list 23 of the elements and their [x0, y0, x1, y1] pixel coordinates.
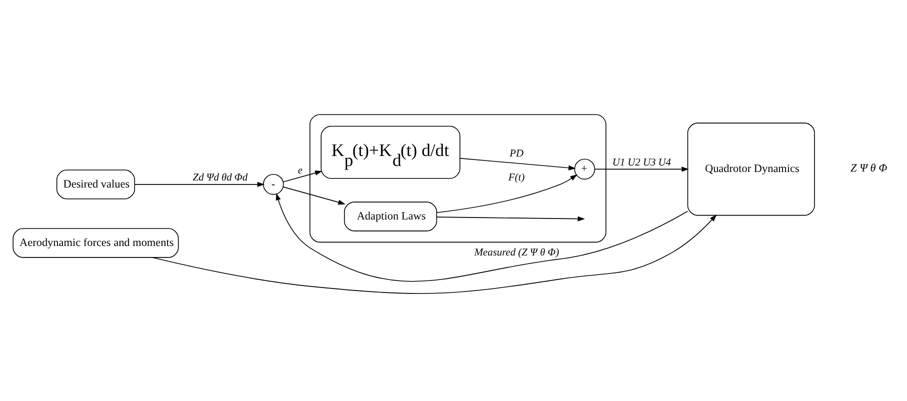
node-box: Quadrotor Dynamics	[687, 122, 815, 216]
arrow	[134, 181, 265, 186]
edge-label: Measured (Z Ψ θ Φ)	[474, 246, 560, 258]
edge-label: F(t)	[508, 172, 525, 184]
arrow	[282, 170, 322, 182]
arrow	[460, 157, 576, 170]
arrow	[594, 166, 689, 172]
cluster	[310, 114, 606, 242]
arrow	[282, 186, 346, 204]
arrow	[152, 214, 717, 294]
node-label: Z Ψ θ Φ	[850, 162, 888, 174]
edge-label: U1 U2 U3 U4	[612, 156, 672, 168]
edge-label: Zd Ψd θd Φd	[192, 172, 248, 184]
edge-label: PD	[510, 148, 524, 160]
node-circle: -	[262, 173, 284, 194]
arrow	[436, 174, 578, 213]
node-circle: +	[574, 158, 596, 180]
node-box: Desired values	[56, 169, 136, 199]
node-box: Adaption Laws	[344, 201, 438, 231]
arrow	[436, 216, 585, 221]
arrow	[276, 192, 688, 282]
node-box: Aerodynamic forces and moments	[12, 228, 179, 258]
edge-label: e	[298, 165, 303, 176]
